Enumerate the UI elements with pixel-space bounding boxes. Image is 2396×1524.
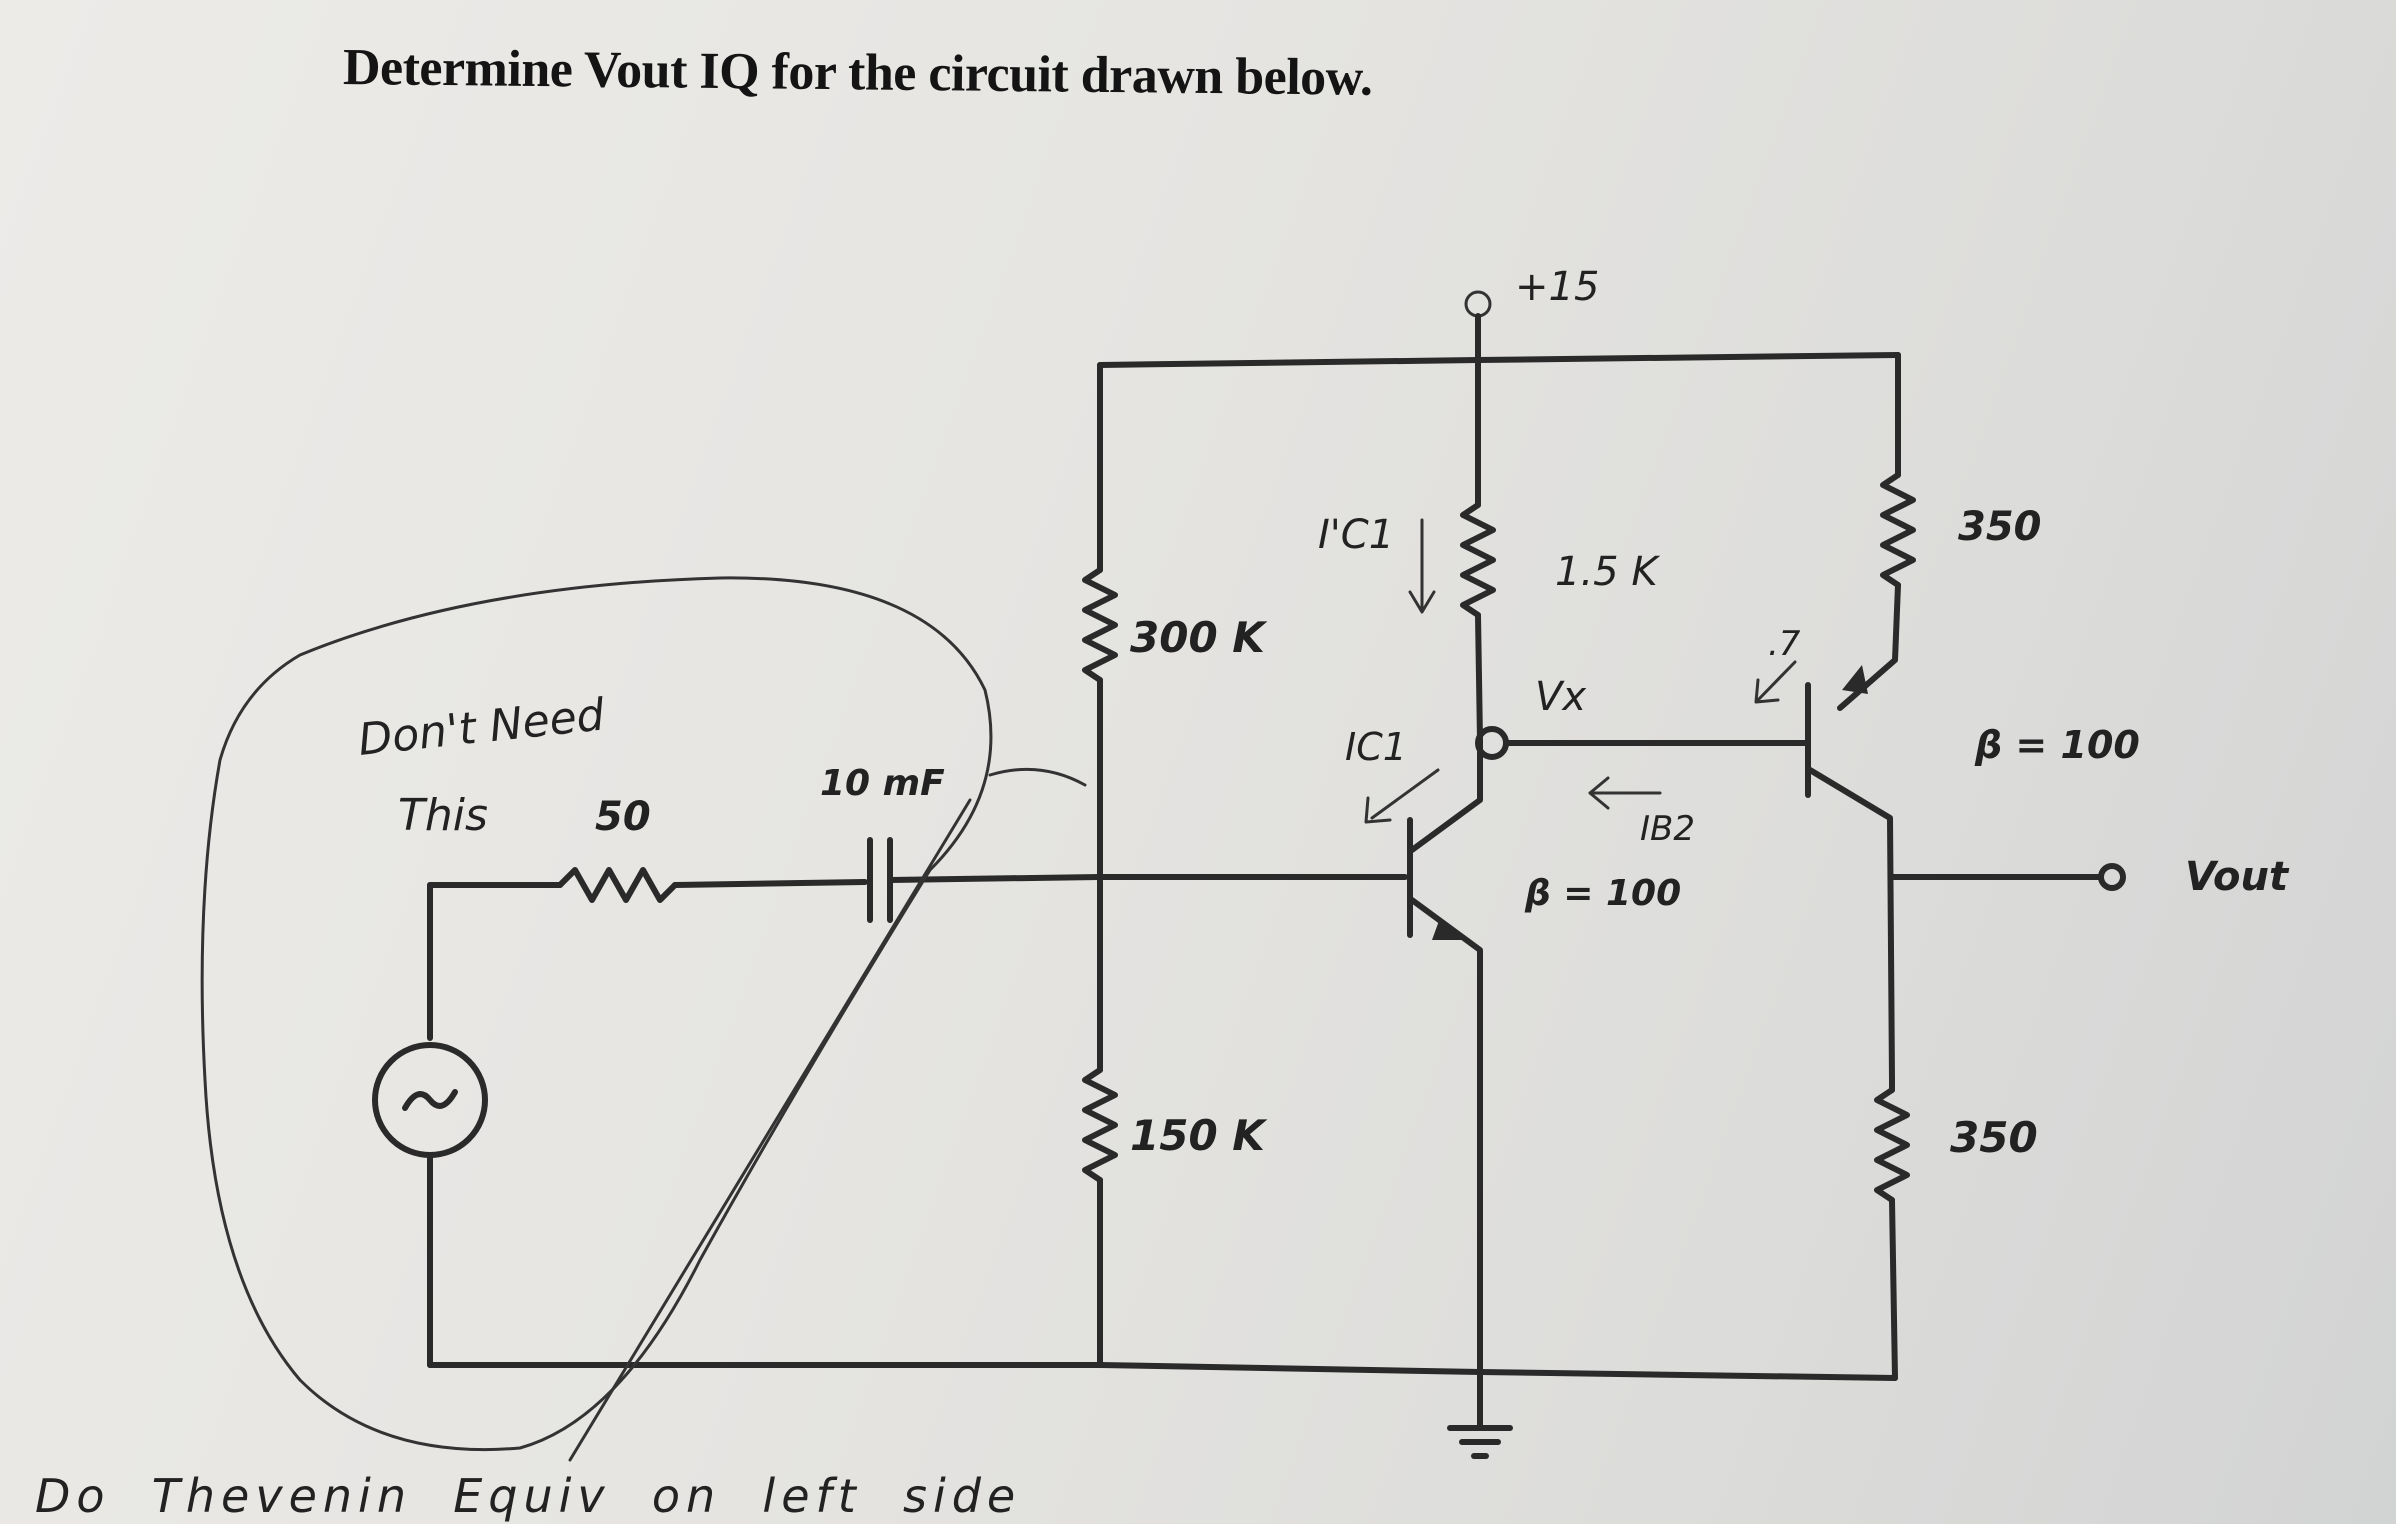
ib2-arrow bbox=[1588, 776, 1662, 810]
resistor-350-top bbox=[1837, 352, 1916, 711]
label-350-top: 350 bbox=[1958, 504, 2042, 550]
label-vx: Vx bbox=[1535, 674, 1586, 720]
label-ib2: IB2 bbox=[1640, 809, 1695, 849]
note-dont-need: Don't Need bbox=[356, 689, 608, 766]
ac-source bbox=[372, 882, 488, 1368]
label-150k: 150 K bbox=[1130, 1111, 1268, 1160]
label-beta2: β = 100 bbox=[1974, 723, 2140, 767]
supply-terminal bbox=[1464, 290, 1492, 363]
transistor-q2 bbox=[1805, 665, 1895, 1083]
resistor-50 bbox=[557, 867, 868, 903]
q2-current-arrow bbox=[1754, 660, 1797, 704]
label-beta1: β = 100 bbox=[1524, 873, 1681, 914]
note-this: This bbox=[398, 790, 488, 841]
top-rail bbox=[1097, 352, 1901, 368]
resistor-350-bottom bbox=[1874, 1077, 1910, 1381]
label-1-5k: 1.5 K bbox=[1555, 549, 1660, 595]
label-ic1: IC1 bbox=[1345, 725, 1407, 769]
label-350-bottom: 350 bbox=[1950, 1113, 2038, 1162]
label-vout: Vout bbox=[2185, 854, 2290, 900]
bottom-rail bbox=[427, 1362, 1898, 1381]
label-q2-marker: .7 bbox=[1768, 624, 1801, 664]
resistor-150k bbox=[1082, 872, 1118, 1368]
vout-terminal bbox=[2098, 863, 2126, 891]
label-ic1-prime: I'C1 bbox=[1318, 512, 1394, 558]
loop-diagonal bbox=[568, 798, 972, 1462]
ground-symbol bbox=[1447, 1369, 1513, 1459]
ic1-prime-arrow bbox=[1408, 518, 1436, 614]
label-10mf: 10 mF bbox=[820, 763, 945, 804]
note-thevenin: Do Thevenin Equiv on left side bbox=[35, 1469, 1021, 1523]
resistor-1-5k bbox=[1460, 357, 1496, 743]
ic1-arrow bbox=[1364, 768, 1440, 824]
label-300k: 300 K bbox=[1130, 613, 1268, 662]
loop-tail bbox=[988, 767, 1087, 787]
transistor-q1 bbox=[1407, 737, 1483, 1375]
dont-need-loop bbox=[200, 576, 993, 1452]
label-50: 50 bbox=[595, 794, 651, 840]
supply-label: +15 bbox=[1515, 264, 1599, 310]
resistor-300k bbox=[1082, 362, 1118, 878]
